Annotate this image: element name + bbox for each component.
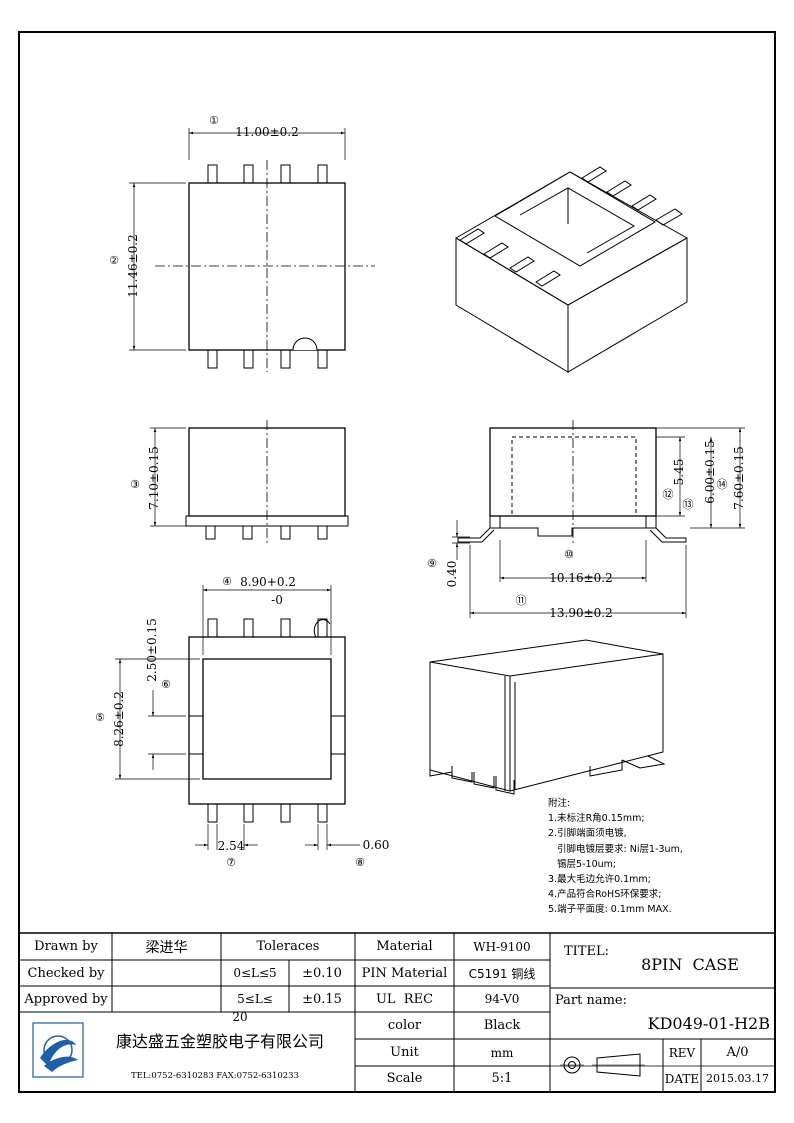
dim-pin-span: 10.16±0.2: [549, 571, 613, 585]
pin-material-label: PIN Material: [361, 965, 448, 981]
checked-by-label: Checked by: [27, 965, 105, 981]
material-label: Material: [376, 939, 433, 954]
pin-material-value: C5191 铜线: [468, 966, 536, 981]
company-logo: [32, 1022, 84, 1078]
marker-14: ⑭: [717, 478, 728, 491]
tol2-extra: 20: [232, 1010, 248, 1024]
dim-mid-height: 6.00±0.15: [703, 440, 717, 504]
ul-value: 94-V0: [484, 992, 520, 1006]
marker-6: ⑥: [161, 678, 171, 691]
notes-title: 附注:: [548, 798, 571, 809]
note-item: 5.端子平面度: 0.1mm MAX.: [548, 904, 672, 916]
scale-label: Scale: [386, 1071, 423, 1086]
side-view: [452, 420, 745, 618]
dim-standoff: 0.40: [445, 561, 459, 588]
dim-width-bottom: 8.90+0.2: [240, 575, 296, 589]
drawn-by-value: 梁进华: [145, 939, 188, 956]
date-label: DATE: [664, 1071, 700, 1086]
dim-window: 2.50±0.15: [145, 618, 159, 682]
unit-label: Unit: [390, 1045, 419, 1060]
top-view: [129, 128, 375, 372]
marker-2: ②: [109, 254, 119, 267]
title-block-grid: [20, 932, 774, 1091]
tol1-range: 0≤L≤5: [233, 966, 277, 980]
tol2-value: ±0.15: [302, 991, 342, 1007]
note-item: 2.引脚端面须电镀,: [548, 828, 627, 840]
dim-height-top: 11.46±0.2: [126, 234, 140, 298]
marker-13: ⑬: [683, 498, 694, 511]
note-item: 引脚电镀层要求: Ni层1-3um,: [548, 843, 683, 855]
color-value: Black: [483, 1018, 521, 1033]
drawn-by-label: Drawn by: [34, 939, 98, 954]
iso-view-top: [455, 166, 688, 373]
dim-outer-height: 7.60±0.15: [732, 446, 746, 510]
marker-9: ⑨: [427, 557, 437, 570]
marker-1: ①: [209, 114, 219, 127]
tolerances-label: Toleraces: [256, 939, 320, 954]
title-value: 8PIN CASE: [641, 954, 739, 974]
notes-block: 附注: 1.未标注R角0.15mm; 2.引脚端面须电镀, 引脚电镀层要求: N…: [548, 796, 683, 918]
drawing-frame: [18, 31, 776, 1093]
note-item: 锡层5-10um;: [548, 858, 617, 870]
dim-width-bottom-tol: -0: [271, 593, 283, 607]
part-name-value: KD049-01-H2B: [647, 1013, 770, 1033]
approved-by-label: Approved by: [24, 991, 108, 1007]
company-name: 康达盛五金塑胶电子有限公司: [115, 1032, 324, 1051]
date-value: 2015.03.17: [706, 1072, 769, 1085]
marker-11: ⑪: [516, 594, 527, 607]
dim-pitch: 2.54: [218, 839, 245, 853]
front-view: [150, 420, 349, 545]
company-contact: TEL:0752-6310283 FAX:0752-6310233: [130, 1071, 300, 1081]
dim-width-top: 11.00±0.2: [235, 125, 299, 139]
marker-7: ⑦: [226, 856, 236, 869]
tol2-range: 5≤L≤: [237, 992, 273, 1006]
scale-value: 5:1: [491, 1071, 513, 1086]
dim-height-front: 7.10±0.15: [147, 446, 161, 510]
note-item: 3.最大毛边允许0.1mm;: [548, 874, 651, 886]
bottom-view: [115, 585, 360, 850]
dim-pin-width: 0.60: [363, 838, 390, 852]
marker-4: ④: [222, 575, 232, 588]
marker-12: ⑫: [663, 488, 674, 501]
material-value: WH-9100: [473, 939, 531, 954]
tol1-value: ±0.10: [302, 965, 342, 981]
dim-overall: 13.90±0.2: [549, 606, 613, 620]
iso-view-bottom: [429, 639, 666, 795]
dim-height-bottom: 8.26±0.2: [112, 691, 126, 747]
title-label: TITEL:: [564, 943, 609, 959]
rev-value: A/0: [726, 1045, 749, 1060]
rev-label: REV: [668, 1045, 696, 1060]
color-label: color: [387, 1018, 422, 1033]
part-name-label: Part name:: [555, 992, 628, 1008]
marker-10: ⑩: [564, 548, 574, 561]
note-item: 1.未标注R角0.15mm;: [548, 813, 645, 825]
unit-value: mm: [490, 1045, 514, 1060]
marker-5: ⑤: [95, 711, 105, 724]
ul-label: UL REC: [375, 991, 434, 1007]
note-item: 4.产品符合RoHS环保要求;: [548, 889, 662, 901]
marker-8: ⑧: [355, 856, 365, 869]
marker-3: ③: [130, 478, 140, 491]
dim-inner-height: 5.45: [672, 459, 686, 486]
